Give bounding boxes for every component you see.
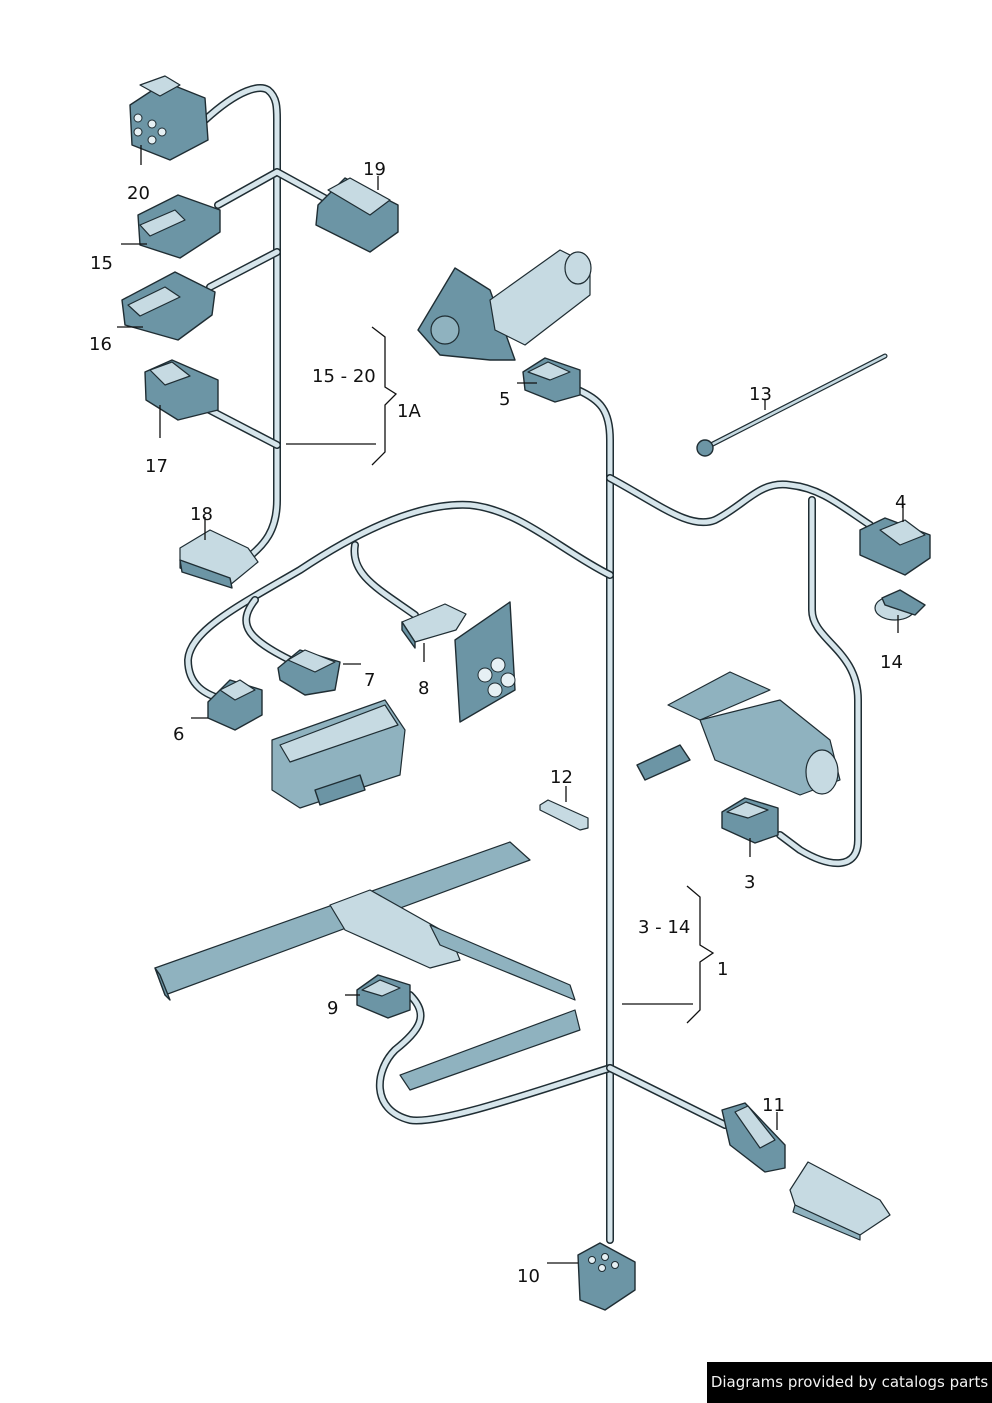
seat-adjustment-motor[interactable] (636, 671, 841, 796)
seat-motor-1A[interactable] (417, 249, 592, 361)
lamp-housing[interactable] (789, 1161, 891, 1241)
connector-15[interactable] (137, 194, 221, 259)
callout-7: 7 (364, 670, 375, 691)
seat-rail-frame (154, 841, 581, 1091)
connector-7[interactable] (277, 649, 341, 696)
callout-15: 15 (90, 253, 113, 274)
callout-16: 16 (89, 334, 112, 355)
callout-10: 10 (517, 1266, 540, 1287)
group-assembly-1A: 1A (397, 401, 421, 422)
group-assembly-1: 1 (717, 959, 728, 980)
callout-8: 8 (418, 678, 429, 699)
connector-19[interactable] (315, 177, 399, 253)
callout-17: 17 (145, 456, 168, 477)
connector-4[interactable] (859, 517, 931, 576)
group-range-1: 3 - 14 (638, 917, 690, 938)
connector-10[interactable] (577, 1242, 636, 1311)
callout-3: 3 (744, 872, 755, 893)
connector-3[interactable] (721, 797, 779, 844)
callout-6: 6 (173, 724, 184, 745)
connector-17[interactable] (144, 359, 219, 421)
connector-5[interactable] (522, 357, 581, 403)
connector-18[interactable] (179, 529, 259, 589)
connector-20[interactable] (129, 75, 209, 161)
connector-11[interactable] (721, 1102, 786, 1173)
callout-5: 5 (499, 389, 510, 410)
connector-8[interactable] (401, 603, 467, 649)
connector-6[interactable] (207, 679, 263, 731)
callout-14: 14 (880, 652, 903, 673)
clip-12[interactable] (539, 799, 589, 831)
cable-tie-13[interactable] (696, 439, 714, 457)
callout-labels: 20 19 15 16 17 18 5 13 4 14 7 8 6 12 3 9… (89, 159, 906, 1287)
callout-11: 11 (762, 1095, 785, 1116)
connector-9[interactable] (356, 974, 411, 1019)
connector-16[interactable] (121, 271, 216, 341)
clip-14[interactable] (874, 589, 926, 621)
switch-socket-8[interactable] (454, 601, 516, 723)
callout-13: 13 (749, 384, 772, 405)
control-unit[interactable] (271, 699, 406, 809)
callout-18: 18 (190, 504, 213, 525)
credit-banner: Diagrams provided by catalogs parts (707, 1362, 992, 1403)
callout-9: 9 (327, 998, 338, 1019)
callout-19: 19 (363, 159, 386, 180)
harness-wires (184, 84, 888, 1244)
callout-12: 12 (550, 767, 573, 788)
group-range-1A: 15 - 20 (312, 366, 376, 387)
leader-lines (117, 145, 904, 1264)
callout-20: 20 (127, 183, 150, 204)
callout-4: 4 (895, 492, 906, 513)
